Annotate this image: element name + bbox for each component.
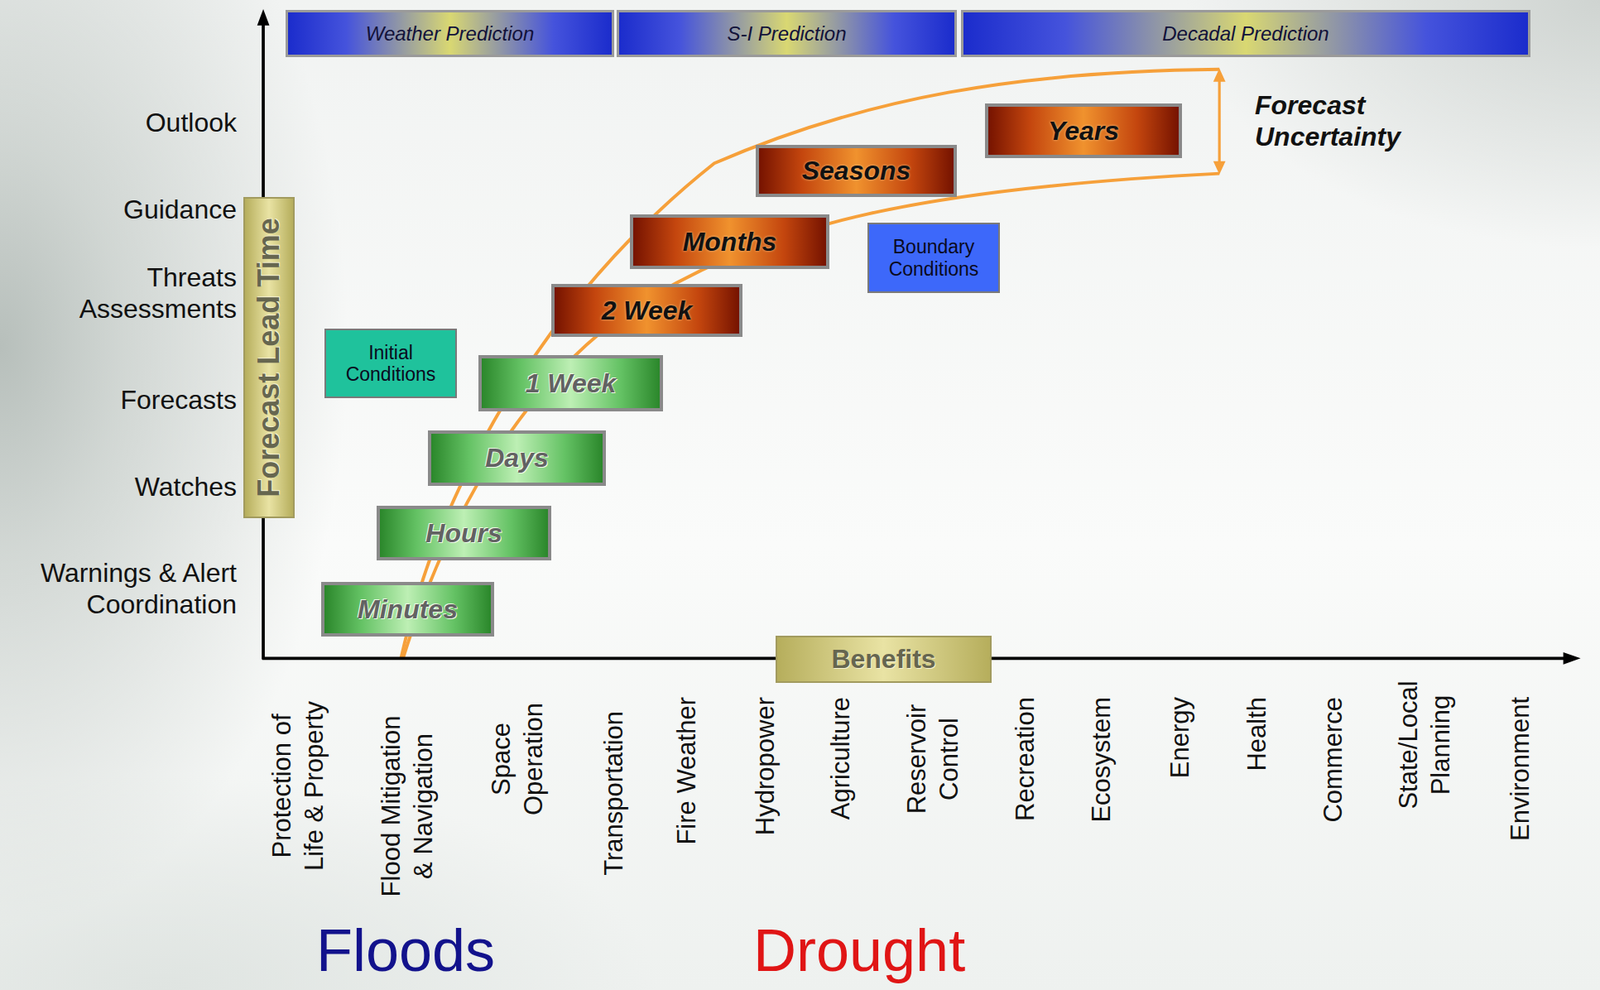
- prediction-band: S-I Prediction: [616, 9, 957, 58]
- condition-box: Boundary Conditions: [867, 222, 1000, 294]
- benefit-label: Transportation: [598, 711, 631, 943]
- benefit-label: Space Operation: [485, 696, 551, 822]
- benefit-label: Reservoir Control: [901, 696, 966, 822]
- benefit-label: Health: [1241, 696, 1274, 929]
- lead-time-box: 2 Week: [551, 283, 743, 337]
- benefit-label: Ecosystem: [1085, 696, 1119, 929]
- axis-level-label: Outlook: [71, 106, 237, 139]
- benefit-label: Protection of Life & Property: [266, 696, 332, 875]
- uncertainty-arrowhead: [1213, 68, 1226, 82]
- category-label: Drought: [753, 920, 966, 981]
- lead-time-box: Seasons: [755, 144, 957, 197]
- condition-box: Initial Conditions: [324, 328, 457, 399]
- axis-level-label: Threats Assessments: [71, 261, 237, 326]
- uncertainty-curve-lower: [403, 173, 1220, 659]
- benefit-label: State/Local Planning: [1393, 674, 1458, 816]
- box-label: Minutes: [357, 594, 458, 625]
- benefit-label: Hydropower: [749, 696, 783, 929]
- box-label: 1 Week: [525, 368, 617, 399]
- lead-time-box: 1 Week: [478, 355, 664, 412]
- benefit-label: Flood Mitigation & Navigation: [375, 711, 441, 902]
- benefit-label: Commerce: [1317, 696, 1351, 929]
- prediction-band: Weather Prediction: [285, 9, 615, 58]
- box-label: Days: [485, 442, 549, 474]
- box-label: Seasons: [802, 155, 912, 187]
- benefit-label: Recreation: [1009, 696, 1043, 929]
- axis-level-label: Guidance: [71, 193, 237, 226]
- y-axis-arrowhead: [257, 9, 270, 26]
- box-label: Decadal Prediction: [1162, 22, 1329, 46]
- benefit-label: Agriculture: [825, 696, 858, 929]
- box-label: Benefits: [831, 643, 936, 675]
- axis-title-box: Forecast Lead Time: [243, 196, 295, 519]
- prediction-band: Decadal Prediction: [960, 9, 1531, 58]
- axis-title-box: Benefits: [775, 635, 992, 683]
- x-axis-arrowhead: [1563, 652, 1581, 665]
- axis-level-label: Warnings & Alert Coordination: [21, 557, 237, 621]
- benefit-label: Environment: [1504, 696, 1538, 929]
- axis-level-label: Watches: [71, 470, 237, 503]
- box-label: Forecast Lead Time: [251, 217, 287, 497]
- box-label: S-I Prediction: [726, 22, 846, 46]
- lead-time-box: Months: [629, 214, 830, 270]
- uncertainty-curve-upper: [400, 69, 1220, 659]
- uncertainty-arrow: [1218, 77, 1221, 166]
- box-label: Initial Conditions: [332, 341, 449, 386]
- lead-time-box: Days: [427, 430, 606, 486]
- lead-time-box: Hours: [376, 505, 552, 561]
- lead-time-box: Minutes: [321, 581, 495, 637]
- annotation-label: Forecast Uncertainty: [1254, 89, 1421, 154]
- category-label: Floods: [316, 920, 495, 981]
- box-label: Months: [682, 226, 778, 258]
- box-label: Years: [1047, 115, 1120, 147]
- box-label: Weather Prediction: [365, 22, 535, 46]
- lead-time-box: Years: [984, 103, 1182, 159]
- uncertainty-arrowhead: [1213, 161, 1226, 175]
- box-label: Boundary Conditions: [875, 235, 992, 280]
- benefit-label: Fire Weather: [671, 696, 704, 929]
- benefit-label: Energy: [1164, 696, 1197, 929]
- box-label: 2 Week: [601, 295, 693, 327]
- axis-level-label: Forecasts: [71, 384, 237, 416]
- box-label: Hours: [425, 518, 502, 549]
